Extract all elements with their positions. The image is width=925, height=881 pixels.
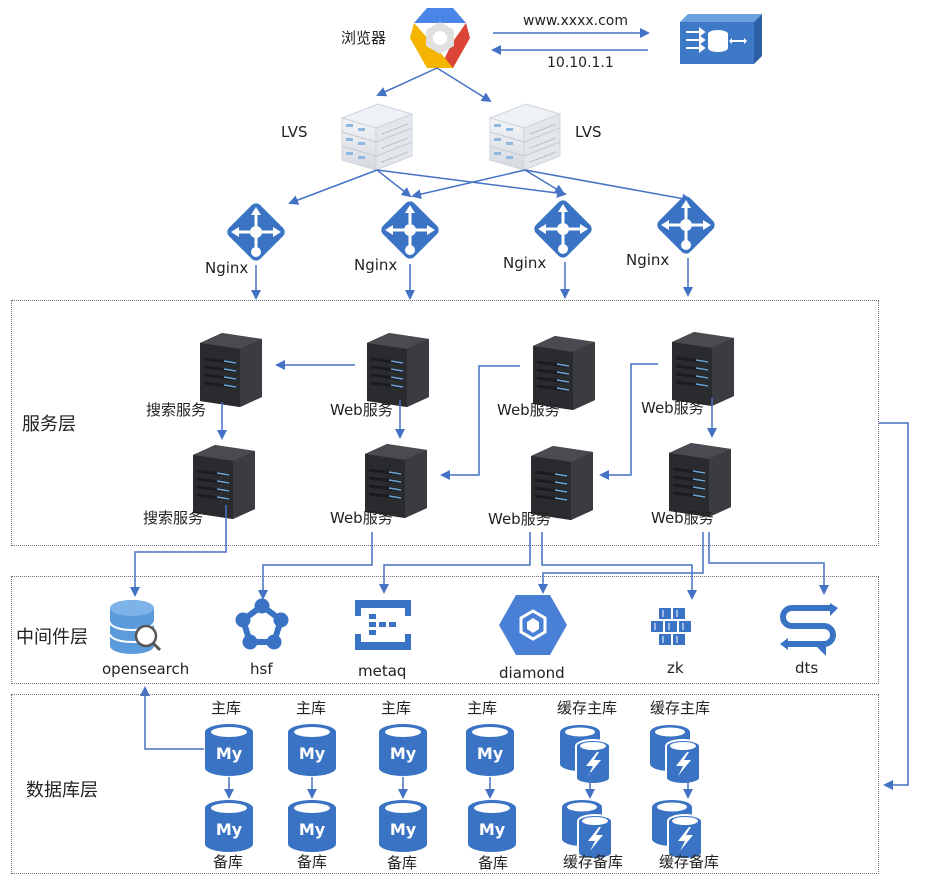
database-layer-title: 数据库层 xyxy=(26,780,98,801)
db-backup-label-1: 备库 xyxy=(213,853,244,871)
db-primary-label-1: 主库 xyxy=(211,699,242,717)
middleware-layer-title: 中间件层 xyxy=(16,627,88,648)
service-arrows xyxy=(217,360,717,480)
service-database-arrow xyxy=(879,422,909,790)
db-backup-label-5: 缓存备库 xyxy=(563,853,624,871)
nginx-label-4: Nginx xyxy=(626,251,670,269)
database-layer-box xyxy=(11,694,879,874)
db-primary-label-4: 主库 xyxy=(467,699,498,717)
server-label-bottom-4: Web服务 xyxy=(651,509,714,527)
browser-label: 浏览器 xyxy=(341,29,387,47)
nginx-label-2: Nginx xyxy=(354,256,398,274)
lvs-icon-1 xyxy=(341,103,413,171)
server-label-bottom-1: 搜索服务 xyxy=(143,509,204,527)
metaq-icon xyxy=(355,600,411,650)
hsf-icon xyxy=(235,598,289,650)
db-backup-label-6: 缓存备库 xyxy=(659,853,720,871)
nginx-label-1: Nginx xyxy=(205,259,249,277)
db-primary-label-6: 缓存主库 xyxy=(650,699,711,717)
arrow-browser-lvs1 xyxy=(376,67,438,97)
middleware-layer-box xyxy=(11,576,879,684)
middleware-label-opensearch: opensearch xyxy=(102,660,190,678)
zk-icon xyxy=(651,608,691,645)
lvs-icon-2 xyxy=(489,103,561,171)
nginx-label-3: Nginx xyxy=(503,254,547,272)
middleware-label-diamond: diamond xyxy=(499,664,565,682)
service-layer-title: 服务层 xyxy=(22,414,76,435)
diamond-icon xyxy=(499,595,567,655)
db-backup-label-3: 备库 xyxy=(387,854,418,872)
server-label-top-1: 搜索服务 xyxy=(146,401,207,419)
browser-icon xyxy=(410,8,470,68)
db-primary-label-2: 主库 xyxy=(296,699,327,717)
nginx-icon-1 xyxy=(223,199,289,265)
opensearch-icon xyxy=(109,600,162,654)
server-label-bottom-3: Web服务 xyxy=(488,510,551,528)
db-backup-label-2: 备库 xyxy=(297,853,328,871)
service-middleware-arrows xyxy=(130,505,829,600)
middleware-label-zk: zk xyxy=(667,659,684,677)
lvs-label-2: LVS xyxy=(575,123,602,141)
nginx-icon-2 xyxy=(377,197,443,263)
db-primary-label-3: 主库 xyxy=(381,699,412,717)
dns-response-label: 10.10.1.1 xyxy=(547,55,614,71)
dns-server-icon xyxy=(680,14,762,64)
dns-request-label: www.xxxx.com xyxy=(523,13,629,29)
middleware-label-metaq: metaq xyxy=(358,662,407,680)
db-backup-label-4: 备库 xyxy=(478,854,509,872)
arrow-browser-lvs2 xyxy=(436,67,492,103)
server-label-top-4: Web服务 xyxy=(641,399,704,417)
db-primary-label-5: 缓存主库 xyxy=(557,699,618,717)
lvs-nginx-arrows xyxy=(288,169,692,205)
dts-icon xyxy=(780,603,838,656)
server-label-top-3: Web服务 xyxy=(497,401,560,419)
replication-arrows xyxy=(224,772,693,799)
nginx-down-arrows xyxy=(251,258,693,300)
service-layer-box xyxy=(11,300,879,546)
db-opensearch-sync-arrow xyxy=(140,686,204,750)
middleware-label-hsf: hsf xyxy=(250,660,273,678)
nginx-icon-3 xyxy=(530,196,596,262)
lvs-label-1: LVS xyxy=(281,123,308,141)
nginx-icon-4 xyxy=(653,192,719,258)
server-label-top-2: Web服务 xyxy=(330,401,393,419)
server-label-bottom-2: Web服务 xyxy=(330,509,393,527)
middleware-label-dts: dts xyxy=(795,659,819,677)
